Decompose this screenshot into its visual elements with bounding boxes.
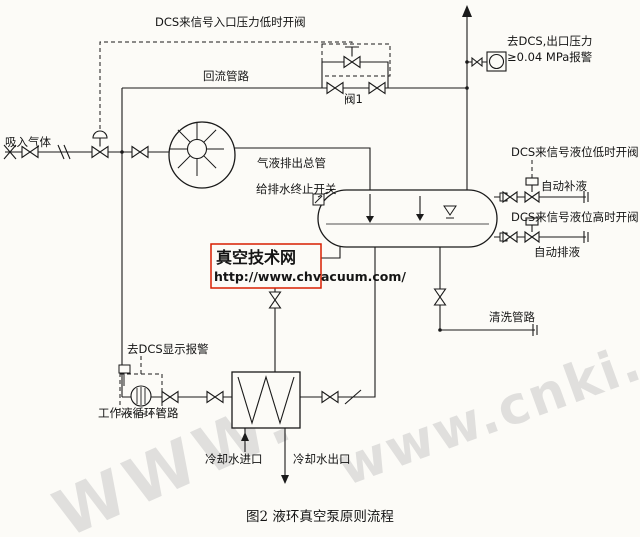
flange-slashes-icon [57, 144, 71, 160]
instruments [118, 51, 507, 415]
refill-control-valve-icon [524, 190, 540, 204]
meter-flag-icon [118, 364, 131, 374]
return-valve1-icon [326, 81, 344, 95]
label-valve1: 阀1 [344, 92, 363, 106]
suction-valve-icon [21, 145, 39, 159]
gauge-valve-icon [471, 56, 483, 68]
label-auto-refill: 自动补液 [541, 179, 587, 193]
discharge-header-pipe [234, 147, 371, 190]
diagram-labels: DCS来信号入口压力低时开阀 去DCS,出口压力 ≥0.04 MPa报警 回流管… [5, 15, 639, 466]
pump-hub [186, 138, 208, 160]
label-cooling-water-out: 冷却水出口 [293, 452, 351, 466]
circulation-meter-hatch [136, 387, 146, 405]
site-watermark-url: http://www.chvacuum.com/ [214, 269, 406, 284]
return-valve2-icon [368, 81, 386, 95]
liquid-ring-pump [168, 121, 236, 189]
pump-impeller-spokes-icon [170, 122, 224, 176]
site-watermark: 真空技术网 http://www.chvacuum.com/ [210, 243, 406, 289]
suction-valve2-icon [131, 145, 149, 159]
exchanger-body [231, 371, 301, 429]
label-cooling-water-in: 冷却水进口 [205, 452, 263, 466]
level-switch-flag [314, 195, 323, 204]
junction-dot [465, 60, 469, 64]
heat-exchanger [231, 371, 301, 429]
cleaning-valve-icon [433, 288, 447, 306]
drain-control-valve-icon [524, 230, 540, 244]
label-working-liquid-line: 工作液循环管路 [98, 406, 179, 420]
label-dcs-level-low: DCS来信号液位低时开阀 [511, 145, 639, 159]
label-suction-gas: 吸入气体 [5, 135, 51, 149]
separator-vessel [312, 189, 508, 248]
valves [21, 46, 540, 405]
refill-valve-actuator-icon [525, 177, 539, 186]
bypass-valve-actuator-icon [345, 46, 359, 57]
inlet-control-valve-icon [91, 145, 109, 159]
drain-valve-actuator-icon [525, 217, 539, 226]
site-watermark-box [210, 243, 322, 289]
label-to-dcs-alarm: 去DCS显示报警 [127, 342, 209, 356]
figure-caption: 图2 液环真空泵原则流程 [246, 509, 394, 525]
circuit-valve3-icon [321, 390, 339, 404]
junction-dot [120, 150, 124, 154]
junction-dot [438, 328, 442, 332]
label-return-line: 回流管路 [203, 69, 249, 83]
label-water-stop-switch: 给排水终止开关 [256, 182, 337, 196]
label-dcs-level-high: DCS来信号液位高时开阀 [511, 210, 639, 224]
level-nabla-icon [443, 205, 457, 219]
bypass-pipe [321, 61, 389, 88]
inlet-control-valve-actuator-icon [92, 130, 108, 147]
cooling-out-arrow-icon [281, 475, 289, 484]
site-watermark-name: 真空技术网 [216, 248, 296, 267]
junction-dots [120, 60, 469, 332]
cleaning-pipe [440, 324, 538, 336]
signal-inlet-pressure [99, 41, 353, 129]
signal-lines [99, 41, 533, 374]
vessel-shell [317, 189, 498, 248]
label-to-dcs-outlet-2: ≥0.04 MPa报警 [507, 50, 593, 64]
pipe-break-icon [3, 144, 17, 160]
check-valve-slash-icon [344, 389, 362, 405]
cooling-in-arrow-icon [241, 432, 249, 441]
label-dcs-inlet-signal: DCS来信号入口压力低时开阀 [155, 15, 306, 29]
circuit-valve1-icon [161, 390, 179, 404]
label-cleaning-line: 清洗管路 [489, 310, 535, 324]
vessel-down-arrow2-icon [416, 214, 424, 221]
vent-arrow-icon [462, 5, 472, 17]
bypass-dashed-box [321, 43, 391, 77]
vessel-down-arrow-icon [366, 216, 374, 223]
pressure-gauge-dial-icon [488, 53, 505, 70]
vessel-inlet-arrow-stem [369, 194, 421, 216]
transfer-valve-icon [268, 291, 282, 309]
drain-valve1-icon [502, 230, 518, 244]
circuit-valve2-icon [206, 390, 224, 404]
label-auto-drain: 自动排液 [534, 245, 580, 259]
cnki-watermark-right: www.cnki.net [330, 298, 640, 499]
exchanger-plates-icon [237, 375, 295, 425]
label-discharge-header: 气液排出总管 [257, 156, 326, 170]
flow-arrows [241, 5, 472, 484]
refill-valve1-icon [502, 190, 518, 204]
label-to-dcs-outlet-1: 去DCS,出口压力 [507, 34, 592, 48]
signal-level-switch [317, 188, 335, 198]
bypass-control-valve-icon [343, 55, 361, 69]
junction-dot [465, 86, 469, 90]
